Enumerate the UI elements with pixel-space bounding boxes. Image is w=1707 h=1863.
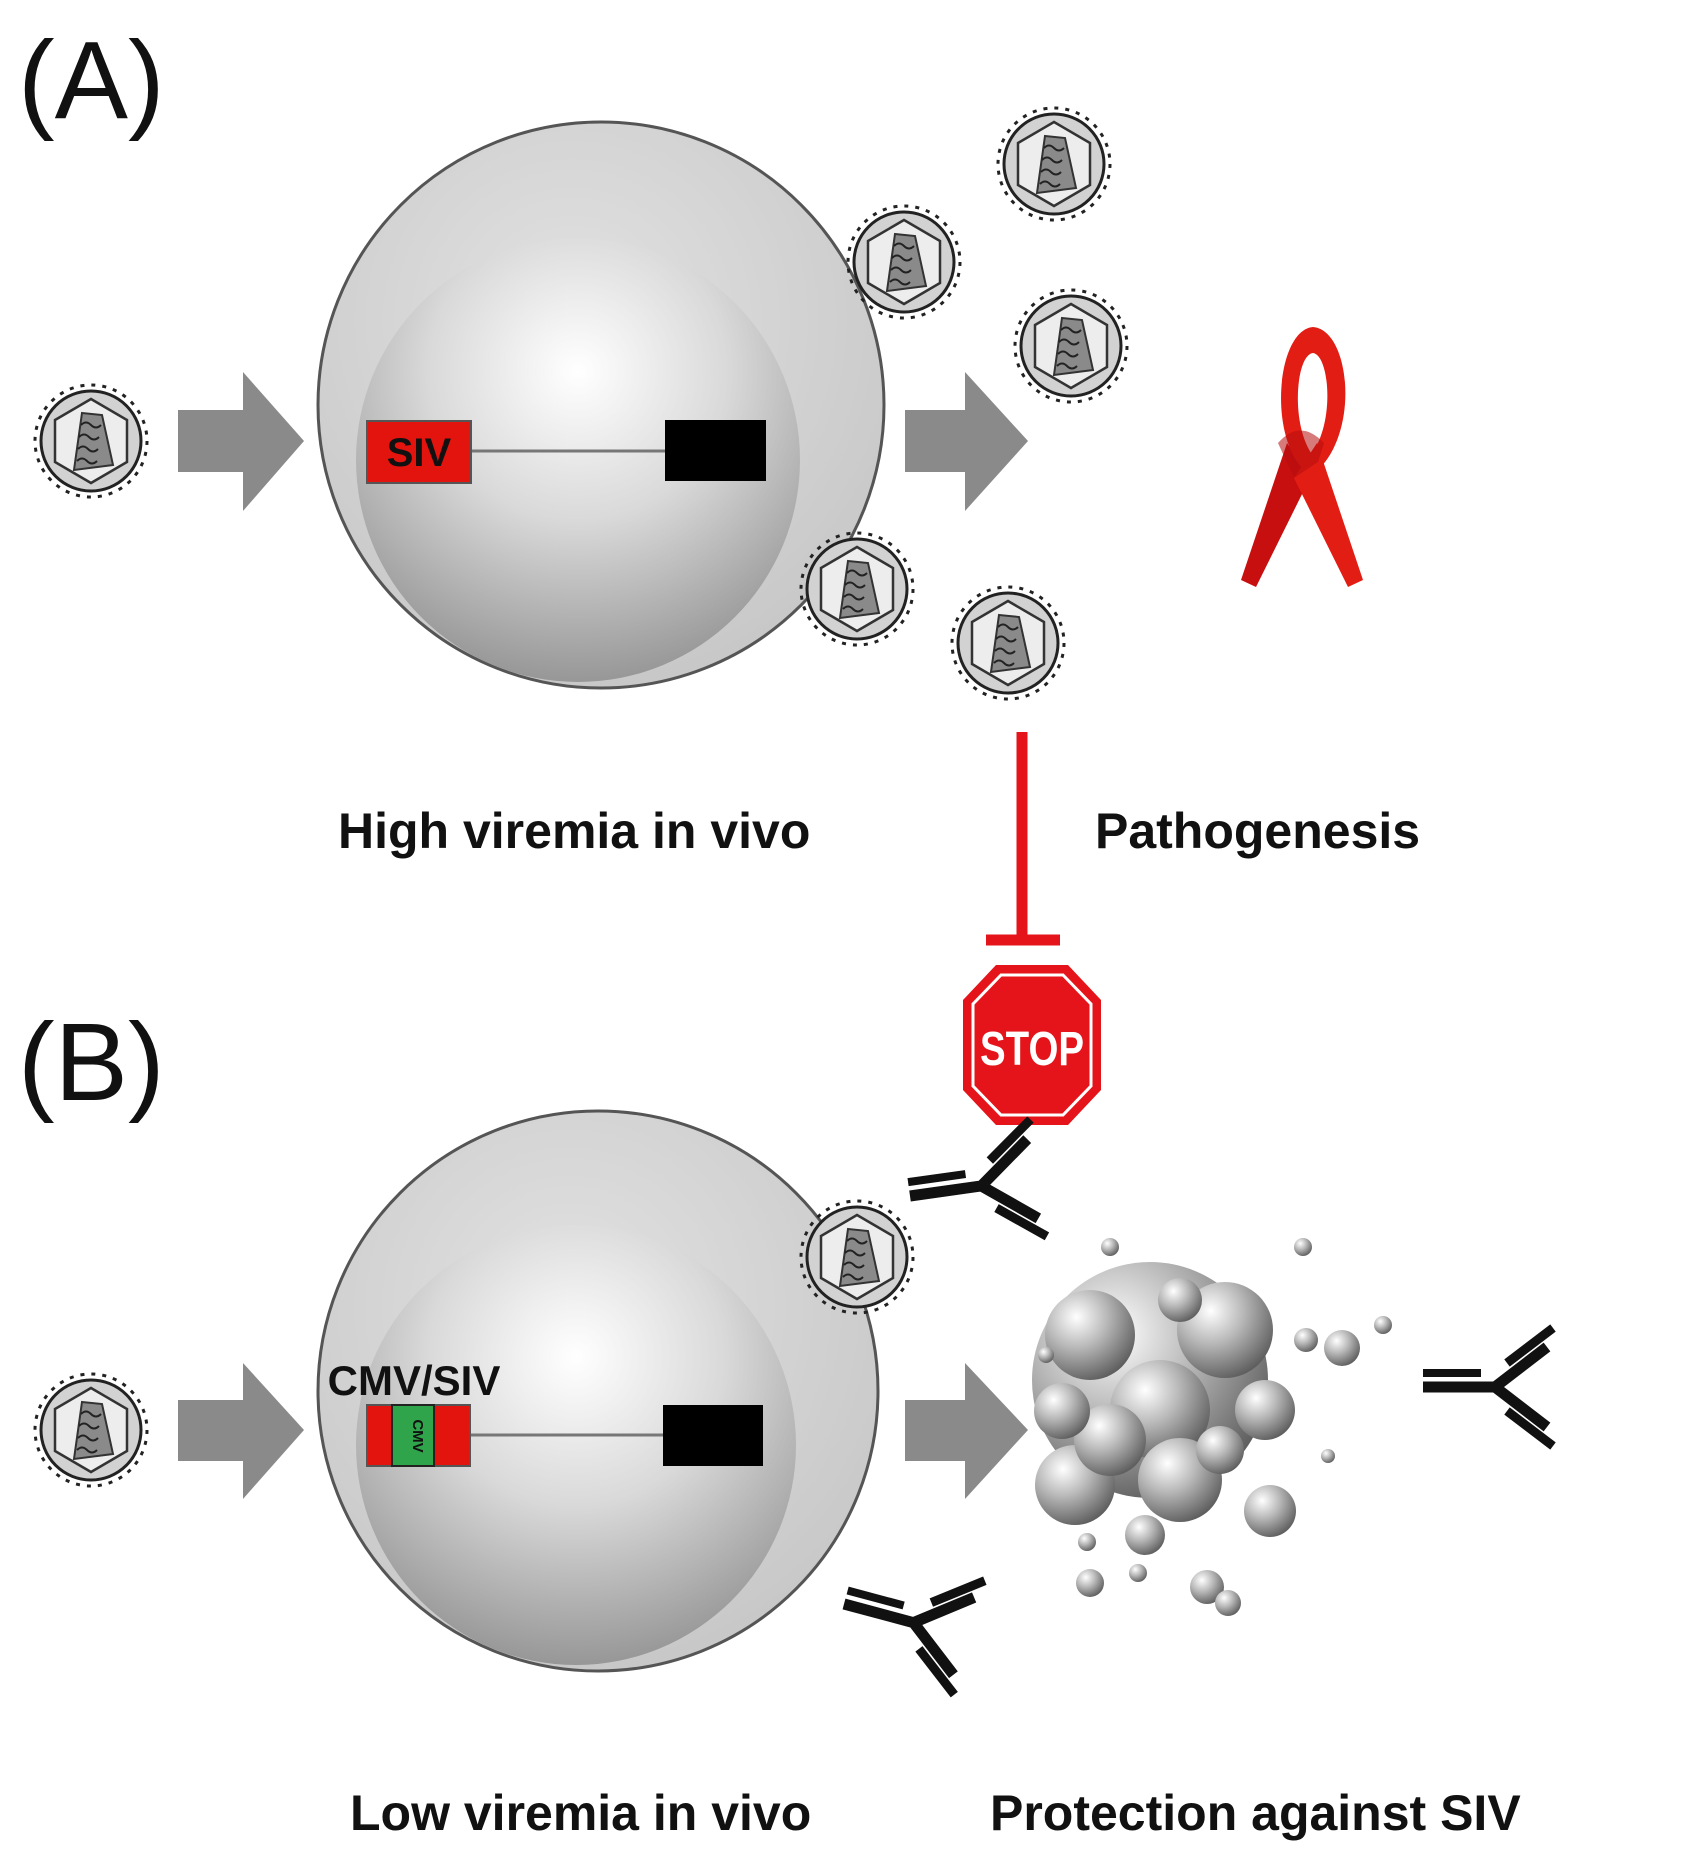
caption-high-viremia: High viremia in vivo (338, 803, 810, 859)
cmv-insert-block (391, 1404, 435, 1467)
arrow-icon (178, 1363, 304, 1499)
siv-gene-block (366, 420, 472, 484)
caption-protection: Protection against SIV (990, 1785, 1521, 1841)
virion-icon (1013, 288, 1129, 404)
antibody-icon (829, 1547, 985, 1695)
cell-nucleus (356, 1225, 796, 1665)
cell-nucleus (356, 238, 800, 682)
virion-icon (950, 585, 1066, 701)
panel-a-label: (A) (18, 19, 165, 142)
debris-icon (1032, 1238, 1392, 1616)
arrow-icon (905, 1363, 1028, 1499)
arrow-icon (178, 372, 304, 511)
virion-icon (33, 383, 149, 499)
caption-low-viremia: Low viremia in vivo (350, 1785, 811, 1841)
panel-b: CMV/SIV CMV (33, 1109, 1553, 1841)
host-gene-block (665, 420, 766, 481)
stop-sign-icon: STOP (963, 965, 1101, 1125)
siv-gene-label: SIV (387, 431, 452, 475)
aids-ribbon-icon (1241, 327, 1363, 587)
cmv-insert-label: CMV (409, 1419, 426, 1452)
virion-icon (33, 1372, 149, 1488)
antibody-icon (902, 1119, 1047, 1254)
cmv-siv-gene-label: CMV/SIV (328, 1357, 501, 1404)
inhibition-marker (986, 732, 1060, 946)
caption-pathogenesis: Pathogenesis (1095, 803, 1420, 859)
arrow-icon (905, 372, 1028, 511)
virion-icon (996, 106, 1112, 222)
stop-sign-text: STOP (980, 1023, 1084, 1076)
panel-a: SIV High viremia in vivo Pathogenesis (33, 106, 1420, 859)
antibody-icon (1423, 1328, 1553, 1446)
host-gene-block (663, 1405, 763, 1466)
panel-b-label: (B) (18, 1001, 165, 1124)
